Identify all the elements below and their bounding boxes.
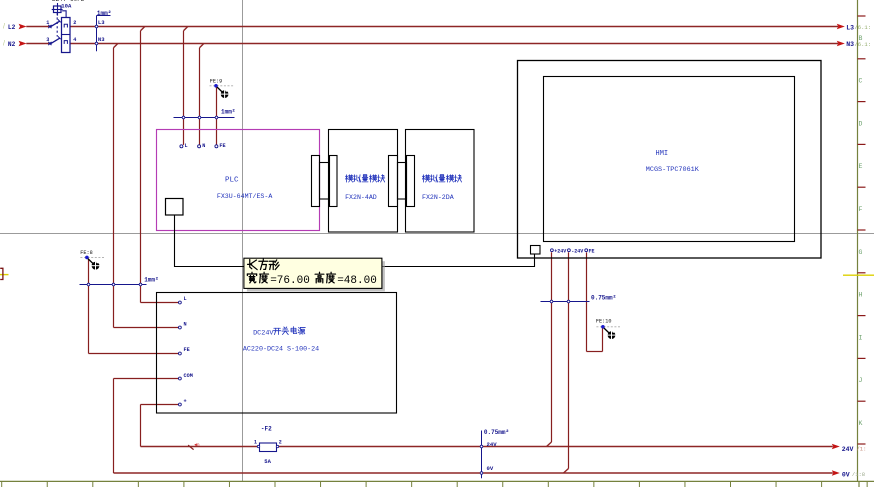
svg-text:N: N [184,322,187,328]
svg-text:C: C [859,78,863,85]
svg-text:4: 4 [73,37,76,43]
svg-text:N3: N3 [846,41,854,48]
svg-text:FX3U-64MT/ES-A: FX3U-64MT/ES-A [217,193,272,200]
svg-text:DZ47-60/2: DZ47-60/2 [52,0,85,3]
svg-text:FX2N-4AD: FX2N-4AD [345,194,377,201]
svg-text:/: / [3,24,5,31]
svg-text:0.75mm²: 0.75mm² [591,295,616,302]
svg-text:FX2N-2DA: FX2N-2DA [422,194,454,201]
svg-text:24V: 24V [842,446,854,453]
svg-text:DC24V: DC24V [253,329,274,337]
svg-text:L: L [185,143,188,149]
svg-text:0V: 0V [487,465,494,472]
svg-text:-F2: -F2 [261,425,272,432]
svg-text:=76.00: =76.00 [270,275,310,287]
svg-text:FE:9: FE:9 [210,79,222,85]
svg-text:FE: FE [184,347,190,353]
svg-text:0.75mm²: 0.75mm² [484,429,509,436]
svg-text:FE: FE [219,143,225,149]
svg-text:E: E [859,163,863,170]
svg-text:-24V: -24V [571,248,583,254]
svg-text:AC220-DC24 S-100-24: AC220-DC24 S-100-24 [243,345,319,353]
svg-text:0V: 0V [842,471,850,478]
svg-text:2: 2 [279,439,282,445]
svg-text:=48.00: =48.00 [337,275,377,287]
svg-text:3: 3 [46,37,49,43]
svg-text:FE: FE [589,248,595,254]
svg-text:/6.1:: /6.1: [855,41,872,48]
svg-text:1: 1 [46,20,49,26]
svg-text:MCGS-TPC7061K: MCGS-TPC7061K [646,166,700,174]
svg-text:I: I [859,334,863,341]
svg-text:B: B [859,35,863,42]
svg-text:/1:8: /1:8 [852,471,865,478]
svg-text:FE:8: FE:8 [80,250,92,256]
svg-text:FE:10: FE:10 [596,319,612,325]
svg-text:/: / [3,41,5,48]
svg-text:1mm²: 1mm² [144,277,158,284]
svg-text:N: N [202,143,205,149]
svg-text:/1:: /1: [857,446,867,453]
svg-text:H: H [859,292,863,299]
svg-text:1mm²: 1mm² [97,10,111,17]
svg-text:24V: 24V [487,441,498,448]
svg-text:PLC: PLC [225,176,239,184]
svg-text:2: 2 [73,20,76,26]
svg-text:G: G [859,249,863,256]
svg-text:F: F [859,206,863,213]
svg-text:L2: L2 [8,24,16,31]
svg-text:L: L [184,296,187,302]
svg-text:J: J [859,377,863,384]
svg-text:/6.1:: /6.1: [855,24,872,31]
svg-text:N3: N3 [98,36,105,43]
svg-text:+: + [184,398,187,404]
svg-text:N2: N2 [8,41,16,48]
svg-text:COM: COM [184,373,193,379]
svg-text:1: 1 [254,439,257,445]
svg-text:10A: 10A [61,2,72,9]
svg-text:L3: L3 [846,24,854,31]
svg-text:◄n: ◄n [194,443,200,448]
svg-text:+24V: +24V [554,248,566,254]
svg-text:HMI: HMI [656,150,669,158]
svg-text:D: D [859,120,863,127]
svg-text:1mm²: 1mm² [221,109,235,116]
svg-text:5A: 5A [264,458,271,465]
svg-text:L3: L3 [98,19,105,26]
svg-text:K: K [859,420,863,427]
